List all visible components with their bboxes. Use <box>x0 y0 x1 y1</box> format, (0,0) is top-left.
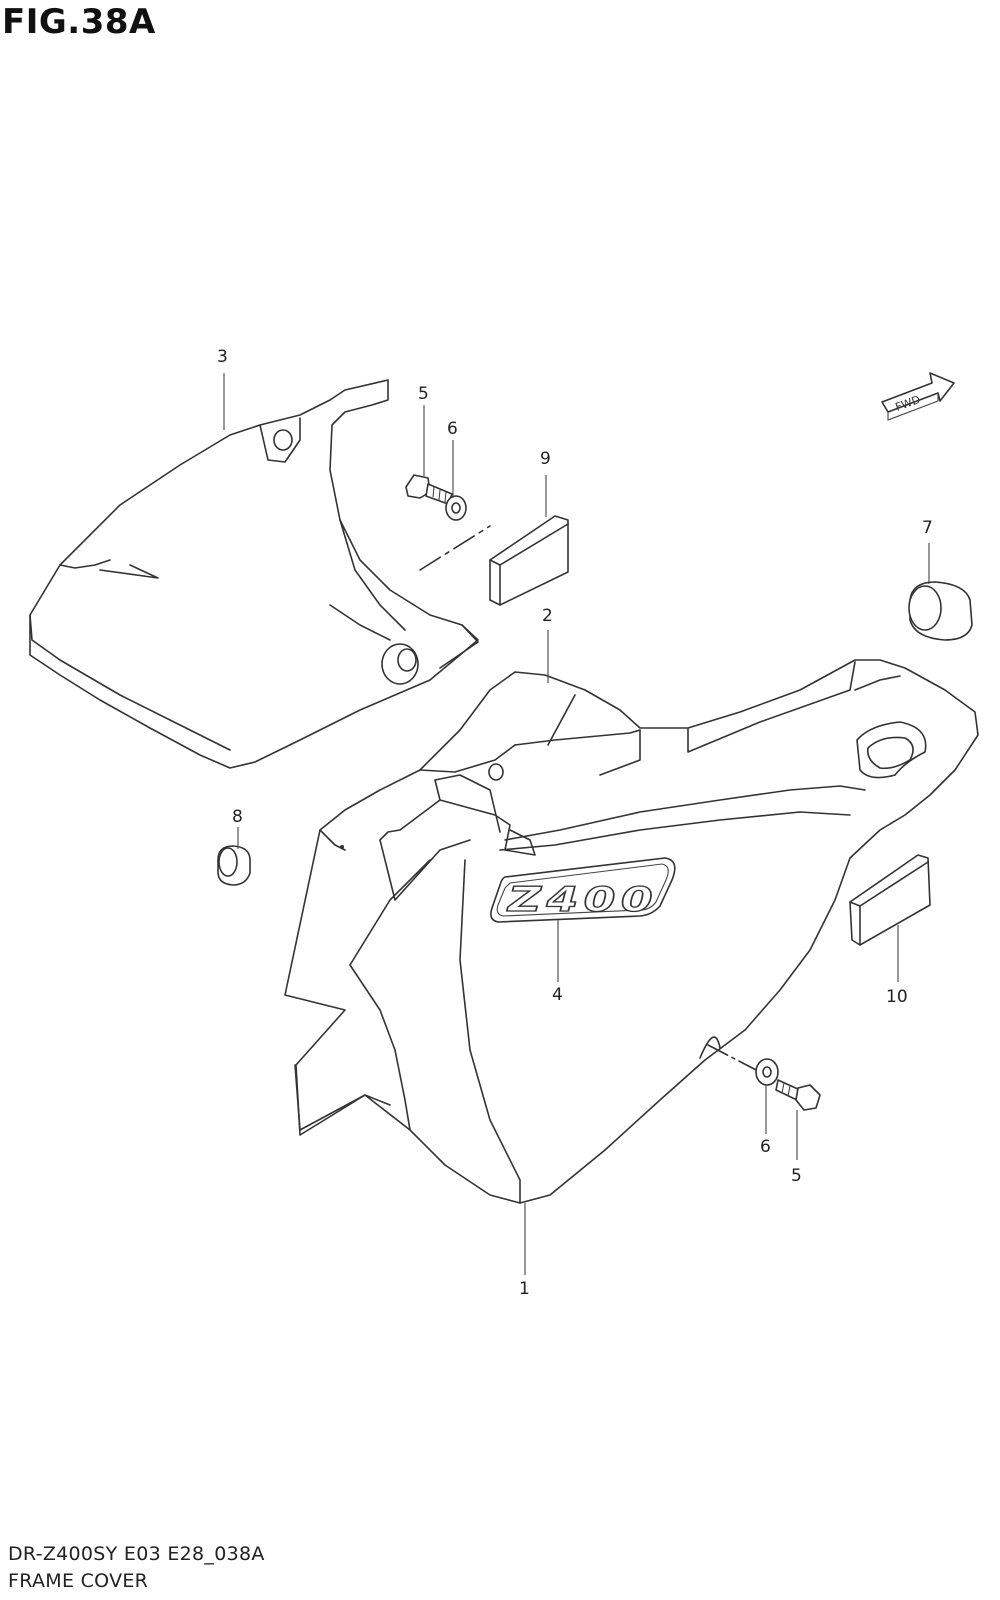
part-10-pad <box>849 854 931 946</box>
callout-8: 8 <box>232 807 243 827</box>
leader-lines <box>223 373 930 1275</box>
part-1-main-cover <box>284 659 979 1204</box>
figure-title: FIG.38A <box>2 2 156 42</box>
callout-4: 4 <box>552 985 563 1005</box>
part-5-bolt-upper <box>405 474 453 505</box>
section-name: FRAME COVER <box>8 1570 149 1592</box>
part-6-washer-lower <box>707 1044 779 1086</box>
callout-3: 3 <box>217 347 228 367</box>
callout-6-upper: 6 <box>447 419 458 439</box>
model-code: DR-Z400SY E03 E28_038A <box>8 1543 265 1565</box>
part-4-z400-emblem: Z400 <box>490 857 676 923</box>
emblem-text: Z400 <box>507 880 658 920</box>
part-3-upper-cover <box>29 379 491 769</box>
part-9-pad <box>489 515 569 606</box>
part-8-grommet <box>217 845 251 886</box>
callout-1: 1 <box>519 1279 530 1299</box>
part-5-bolt-lower <box>775 1079 821 1111</box>
part-6-washer-upper <box>445 495 467 521</box>
callout-2: 2 <box>542 606 553 626</box>
callout-5-lower: 5 <box>791 1166 802 1186</box>
part-7-grommet <box>908 581 973 641</box>
callout-9: 9 <box>540 449 551 469</box>
callout-10: 10 <box>886 987 908 1007</box>
callout-6-lower: 6 <box>760 1137 771 1157</box>
callout-5-upper: 5 <box>418 384 429 404</box>
callout-7: 7 <box>922 518 933 538</box>
callout-labels: 3 5 6 9 2 7 8 4 10 6 5 1 <box>217 347 933 1299</box>
fwd-arrow-icon: FWD <box>881 372 955 421</box>
